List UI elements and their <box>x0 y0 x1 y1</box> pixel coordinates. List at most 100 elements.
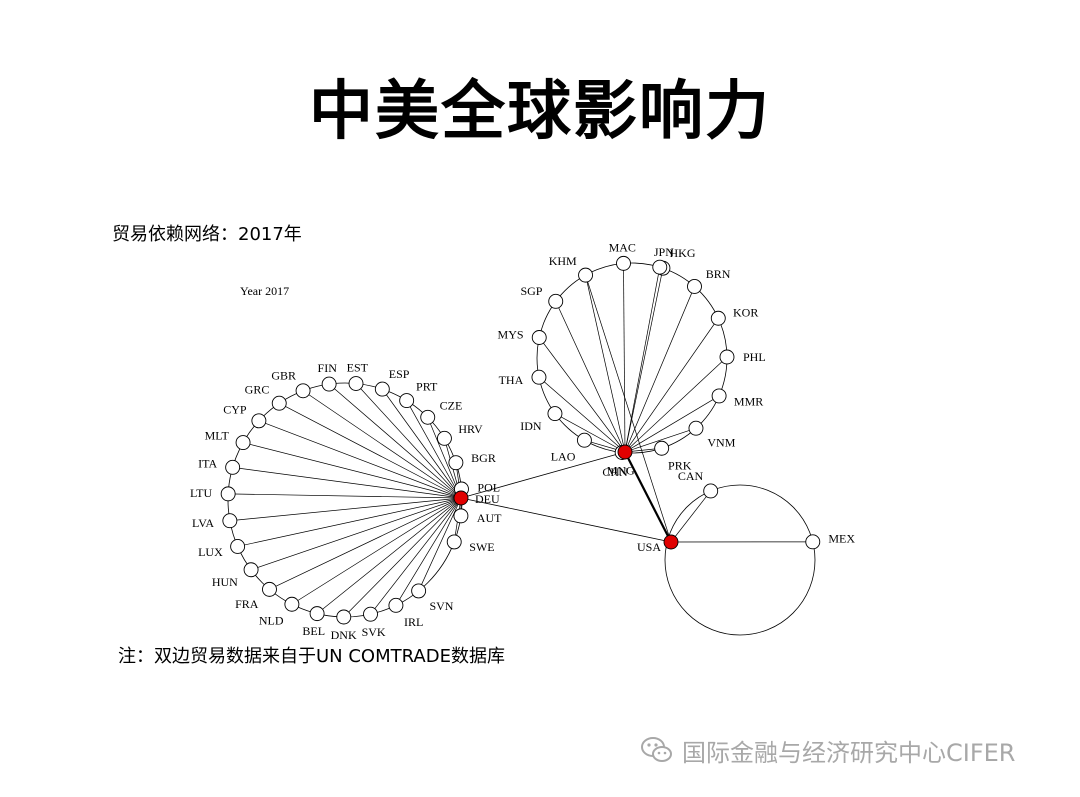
hub-label-chn: CHN <box>602 465 628 479</box>
node-ita <box>225 459 241 475</box>
node-label-gbr: GBR <box>271 369 296 383</box>
edge-deu-mlt <box>242 442 462 499</box>
node-esp <box>374 381 390 397</box>
edge-chn-brn <box>624 286 695 453</box>
edge-chn-hkg <box>624 268 664 453</box>
node-mmr <box>711 388 727 404</box>
node-mlt <box>235 435 251 451</box>
edge-deu-svk <box>370 497 462 615</box>
node-fin <box>321 376 337 392</box>
page-title: 中美全球影响力 <box>309 75 771 149</box>
node-label-jpn: JPN <box>654 245 674 259</box>
edge-deu-prt <box>406 400 462 499</box>
node-label-lao: LAO <box>551 449 576 463</box>
node-label-cze: CZE <box>440 398 463 412</box>
edge-chn-khm <box>585 275 626 453</box>
node-label-svn: SVN <box>429 599 453 613</box>
node-label-est: EST <box>347 361 369 375</box>
node-label-mex: MEX <box>828 531 855 545</box>
node-brn <box>687 278 702 294</box>
edge-deu-bel <box>316 497 462 614</box>
node-cyp <box>251 413 267 429</box>
watermark: 国际金融与经济研究中心CIFER <box>640 733 1015 767</box>
node-prt <box>399 393 415 409</box>
node-prk <box>654 440 670 456</box>
node-svk <box>363 606 378 622</box>
edge-deu-hun <box>250 497 462 571</box>
node-vnm <box>688 420 704 436</box>
edge-deu-ltu <box>228 493 462 499</box>
node-lux <box>230 539 246 554</box>
node-label-irl: IRL <box>404 615 423 629</box>
edge-deu-est <box>355 383 462 499</box>
edge-deu-gbr <box>302 390 462 499</box>
hub-link-deu-chn <box>460 451 626 499</box>
node-lao <box>576 432 592 448</box>
hub-label-deu: DEU <box>475 492 500 506</box>
watermark-text: 国际金融与经济研究中心CIFER <box>682 738 1016 767</box>
node-grc <box>271 395 287 411</box>
node-label-bel: BEL <box>302 624 325 638</box>
edge-chn-kor <box>624 318 719 453</box>
node-mys <box>531 330 547 345</box>
ring-usa <box>664 484 816 636</box>
node-tha <box>531 369 547 385</box>
edge-chn-mmr <box>624 395 720 453</box>
node-mex <box>805 534 821 550</box>
node-label-ltu: LTU <box>190 486 213 500</box>
edge-usa-khm <box>585 275 672 543</box>
node-label-sgp: SGP <box>520 284 542 298</box>
node-label-swe: SWE <box>469 540 494 554</box>
node-label-esp: ESP <box>389 367 410 381</box>
node-label-prt: PRT <box>416 380 438 394</box>
node-khm <box>578 267 594 283</box>
node-gbr <box>295 383 311 399</box>
edge-chn-jpn <box>624 267 661 453</box>
node-label-fin: FIN <box>318 361 338 375</box>
edge-chn-mac <box>623 263 626 453</box>
node-label-dnk: DNK <box>331 628 357 642</box>
node-label-phl: PHL <box>743 350 766 364</box>
edge-deu-fin <box>328 383 462 499</box>
node-label-lux: LUX <box>198 545 223 559</box>
edge-deu-esp <box>382 388 462 499</box>
edge-chn-idn <box>554 413 626 453</box>
edge-deu-fra <box>269 497 462 590</box>
diagram-subtitle: 贸易依赖网络：2017年 <box>112 224 302 245</box>
edge-chn-tha <box>538 376 626 453</box>
edge-deu-dnk <box>343 497 462 618</box>
node-fra <box>262 581 277 597</box>
edge-chn-mys <box>538 337 626 453</box>
node-nld <box>284 596 300 612</box>
node-label-mac: MAC <box>609 240 636 254</box>
node-label-aut: AUT <box>477 511 502 525</box>
node-label-mng: MNG <box>607 463 635 477</box>
node-est <box>348 376 364 391</box>
node-label-svk: SVK <box>362 625 386 639</box>
node-label-bgr: BGR <box>471 451 496 465</box>
node-label-lva: LVA <box>192 516 214 530</box>
node-label-tha: THA <box>499 373 524 387</box>
edge-deu-cze <box>427 417 462 499</box>
hub-node-deu <box>453 490 469 506</box>
edge-usa-can <box>670 490 711 543</box>
node-label-fra: FRA <box>235 597 259 611</box>
node-swe <box>446 534 462 550</box>
year-label: Year 2017 <box>240 284 289 298</box>
node-label-pol: POL <box>477 481 500 495</box>
wechat-icon <box>641 737 672 762</box>
node-label-mys: MYS <box>498 327 524 341</box>
edge-deu-cyp <box>258 420 462 499</box>
node-irl <box>388 597 404 613</box>
node-aut <box>453 508 469 524</box>
node-mac <box>616 255 631 271</box>
node-lva <box>222 513 238 529</box>
node-hrv <box>436 430 452 446</box>
node-label-kor: KOR <box>733 305 758 319</box>
hub-node-chn <box>617 444 633 460</box>
node-label-cyp: CYP <box>223 402 247 416</box>
node-dnk <box>336 609 352 625</box>
node-jpn <box>652 259 668 275</box>
node-hun <box>243 562 259 578</box>
